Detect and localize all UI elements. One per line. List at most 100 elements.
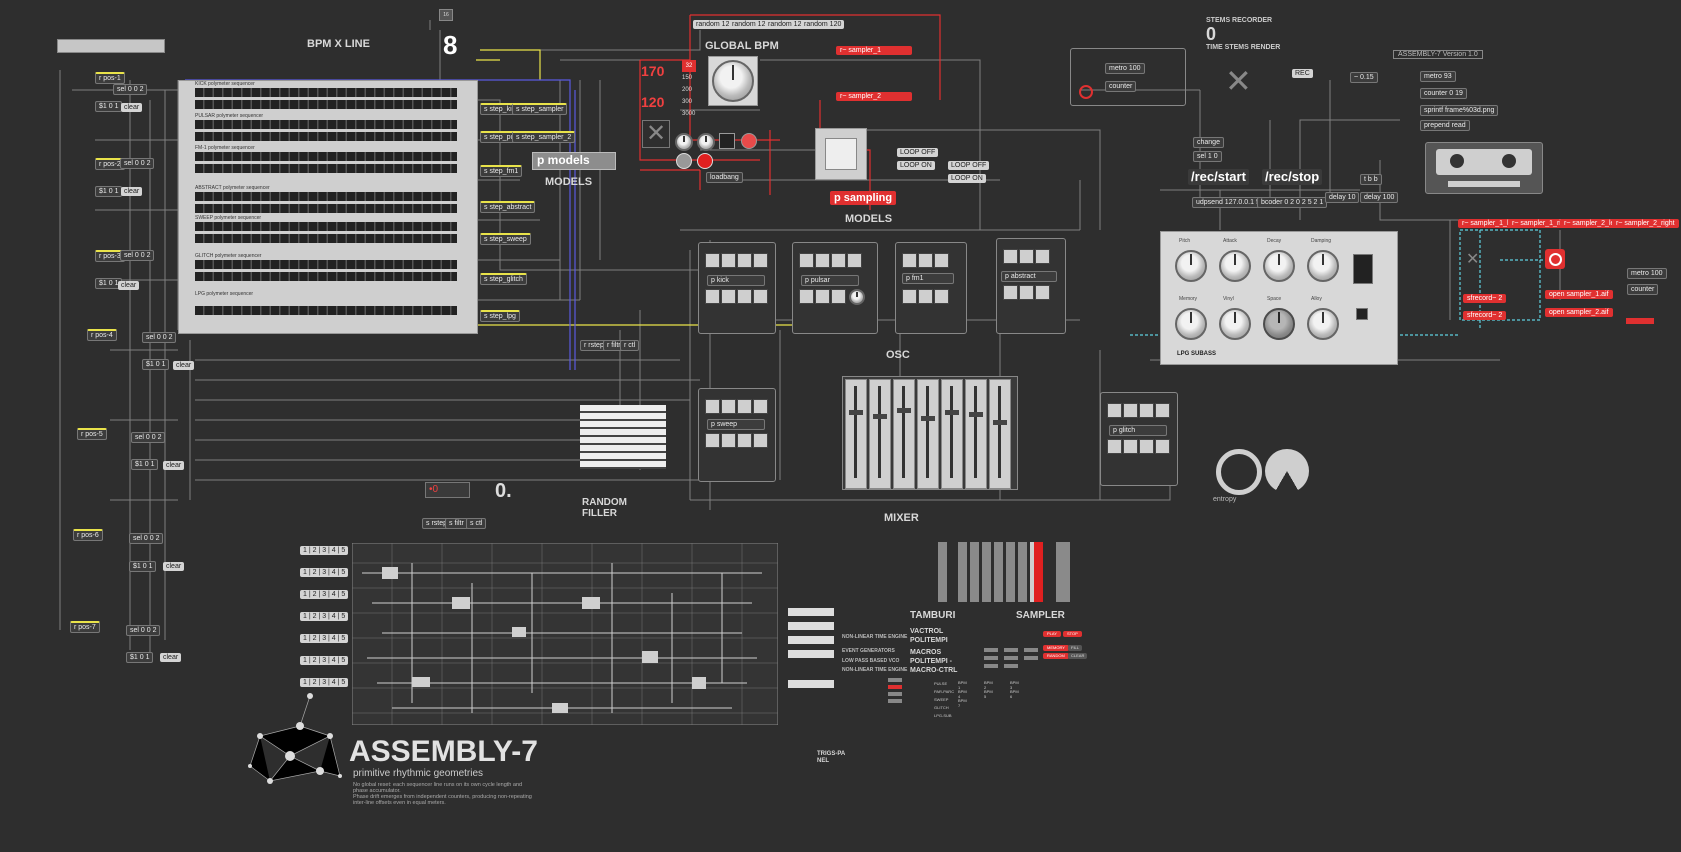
pie-dial[interactable] — [1265, 449, 1309, 493]
clear-msg-7[interactable]: clear — [160, 653, 182, 662]
red-led-2[interactable] — [697, 153, 713, 169]
chain-2-msg[interactable]: $1 0 1 — [95, 186, 123, 197]
rec-bcoder[interactable]: bcoder 0 2 0 2 5 2 1 — [1257, 197, 1328, 208]
clear-msg-4[interactable]: clear — [173, 361, 195, 370]
random-filler-grid[interactable] — [580, 405, 666, 469]
random-msg-3[interactable]: random 120 — [765, 20, 809, 29]
random-msg-4[interactable]: random 120 — [801, 20, 845, 29]
chain-1-receive[interactable]: r pos-1 — [95, 72, 125, 84]
step-send-fm1[interactable]: s step_fm1 — [480, 165, 523, 177]
step-send-abstract[interactable]: s step_abstract — [480, 201, 536, 213]
steps-abstract-2[interactable] — [195, 204, 457, 213]
chain-4-receive[interactable]: r pos-4 — [87, 329, 117, 341]
chain-6-msg[interactable]: $1 0 1 — [129, 561, 157, 572]
rec-prepend[interactable]: prepend read — [1420, 120, 1470, 131]
steps-abstract[interactable] — [195, 192, 457, 201]
bpm-x-line-value[interactable]: 8 — [443, 30, 458, 60]
step-send-glitch[interactable]: s step_glitch — [480, 273, 527, 285]
osc-pulsar-name[interactable]: p pulsar — [801, 275, 859, 286]
chain-4-msg[interactable]: $1 0 1 — [142, 359, 170, 370]
loop-off-2[interactable]: LOOP OFF — [948, 161, 990, 170]
chain-7-msg[interactable]: $1 0 1 — [126, 652, 154, 663]
random-value-box[interactable]: •0 — [425, 482, 470, 498]
osc-glitch-name[interactable]: p glitch — [1109, 425, 1167, 436]
clear-msg-1[interactable]: clear — [121, 103, 143, 112]
chain-6-receive[interactable]: r pos-6 — [73, 529, 103, 541]
right-record-toggle[interactable] — [1545, 249, 1565, 269]
chain-7-sel[interactable]: sel 0 0 2 — [126, 625, 161, 636]
rec-change[interactable]: change — [1193, 137, 1224, 148]
fader-7[interactable] — [989, 379, 1011, 489]
toggle-grey[interactable] — [676, 153, 692, 169]
osc-abstract-name[interactable]: p abstract — [1001, 271, 1057, 282]
top-small-number[interactable]: 16 — [439, 9, 453, 21]
lpg-knob-memory[interactable] — [1175, 308, 1207, 340]
rec-sprintf[interactable]: sprintf frame%03d.png — [1420, 105, 1499, 116]
loop-off-1[interactable]: LOOP OFF — [897, 148, 939, 157]
p-sampling-box[interactable]: p sampling — [830, 191, 897, 205]
p-models-box[interactable]: p models — [532, 152, 616, 170]
rec-delay-a[interactable]: delay 10 — [1325, 192, 1360, 203]
clear-msg-2[interactable]: clear — [121, 187, 143, 196]
chain-3-sel[interactable]: sel 0 0 2 — [120, 250, 155, 261]
osc-fm1-name[interactable]: p fm1 — [902, 273, 954, 284]
osc-kick-name[interactable]: p kick — [707, 275, 765, 286]
side-send-sampler[interactable]: s step_sampler — [512, 103, 568, 115]
step-send-sweep[interactable]: s step_sweep — [480, 233, 531, 245]
sfrecord-1[interactable]: sfrecord~ 2 — [1463, 294, 1507, 303]
lpg-button[interactable] — [1356, 308, 1368, 320]
top-left-slider[interactable] — [57, 39, 165, 53]
clear-msg-5[interactable]: clear — [163, 461, 185, 470]
rec-counter2[interactable]: counter 0 19 — [1420, 88, 1467, 99]
chain-4-sel[interactable]: sel 0 0 2 — [142, 332, 177, 343]
lpg-knob-attack[interactable] — [1219, 250, 1251, 282]
rec-x-toggle[interactable]: ✕ — [1225, 63, 1252, 99]
steps-lpg[interactable] — [195, 306, 457, 315]
r-sampler-1-left[interactable]: r~ sampler_1_left — [1458, 219, 1521, 228]
chain-2-sel[interactable]: sel 0 0 2 — [120, 158, 155, 169]
rec-delay-b[interactable]: delay 100 — [1360, 192, 1399, 203]
random-msg-1[interactable]: random 120 — [693, 20, 737, 29]
random-send-2[interactable]: s filtr — [445, 518, 468, 529]
global-bpm-dial[interactable] — [712, 60, 754, 102]
lpg-knob-vinyl[interactable] — [1219, 308, 1251, 340]
sampler-1-bar[interactable]: r~ sampler_1 — [836, 46, 912, 55]
lpg-knob-space[interactable] — [1263, 308, 1295, 340]
fader-3[interactable] — [893, 379, 915, 489]
clear-msg-6[interactable]: clear — [163, 562, 185, 571]
r-sampler-1-right[interactable]: r~ sampler_1_right — [1508, 219, 1575, 228]
rec-tbb[interactable]: t b b — [1360, 174, 1382, 185]
loop-on-2[interactable]: LOOP ON — [948, 174, 986, 183]
sfrecord-2[interactable]: sfrecord~ 2 — [1463, 311, 1507, 320]
steps-kick-2[interactable] — [195, 100, 457, 109]
steps-sweep-2[interactable] — [195, 234, 457, 243]
random-send-3[interactable]: s ctl — [466, 518, 487, 529]
chain-1-msg[interactable]: $1 0 1 — [95, 101, 123, 112]
rec-scale[interactable]: ~ 0.15 — [1350, 72, 1378, 83]
steps-fm1[interactable] — [195, 152, 457, 161]
steps-fm1-2[interactable] — [195, 164, 457, 173]
fader-1[interactable] — [845, 379, 867, 489]
lpg-knob-alloy[interactable] — [1307, 308, 1339, 340]
tempo-a[interactable]: 170 — [641, 63, 665, 79]
chain-6-sel[interactable]: sel 0 0 2 — [129, 533, 164, 544]
fader-4[interactable] — [917, 379, 939, 489]
loadbang-obj[interactable]: loadbang — [706, 172, 743, 183]
rec-sel[interactable]: sel 1 0 — [1193, 151, 1222, 162]
lpg-switch[interactable] — [1353, 254, 1373, 284]
tempo-b[interactable]: 120 — [641, 94, 665, 110]
chain-1-sel[interactable]: sel 0 0 2 — [113, 84, 148, 95]
clear-msg-3[interactable]: clear — [118, 281, 140, 290]
osc-sweep-name[interactable]: p sweep — [707, 419, 765, 430]
fader-6[interactable] — [965, 379, 987, 489]
lpg-knob-decay[interactable] — [1263, 250, 1295, 282]
open-sampler-2[interactable]: open sampler_2.aif — [1545, 308, 1613, 317]
right-red-bar[interactable] — [1626, 318, 1654, 324]
right-x-toggle[interactable]: ✕ — [1466, 251, 1480, 268]
sampler-2-bar[interactable]: r~ sampler_2 — [836, 92, 912, 101]
side-send-sampler-2[interactable]: s step_sampler_2 — [512, 131, 576, 143]
steps-pulsar[interactable] — [195, 120, 457, 129]
r-sampler-2-right[interactable]: r~ sampler_2_right — [1612, 219, 1679, 228]
switch-btn[interactable] — [719, 133, 735, 149]
lpg-knob-damping[interactable] — [1307, 250, 1339, 282]
